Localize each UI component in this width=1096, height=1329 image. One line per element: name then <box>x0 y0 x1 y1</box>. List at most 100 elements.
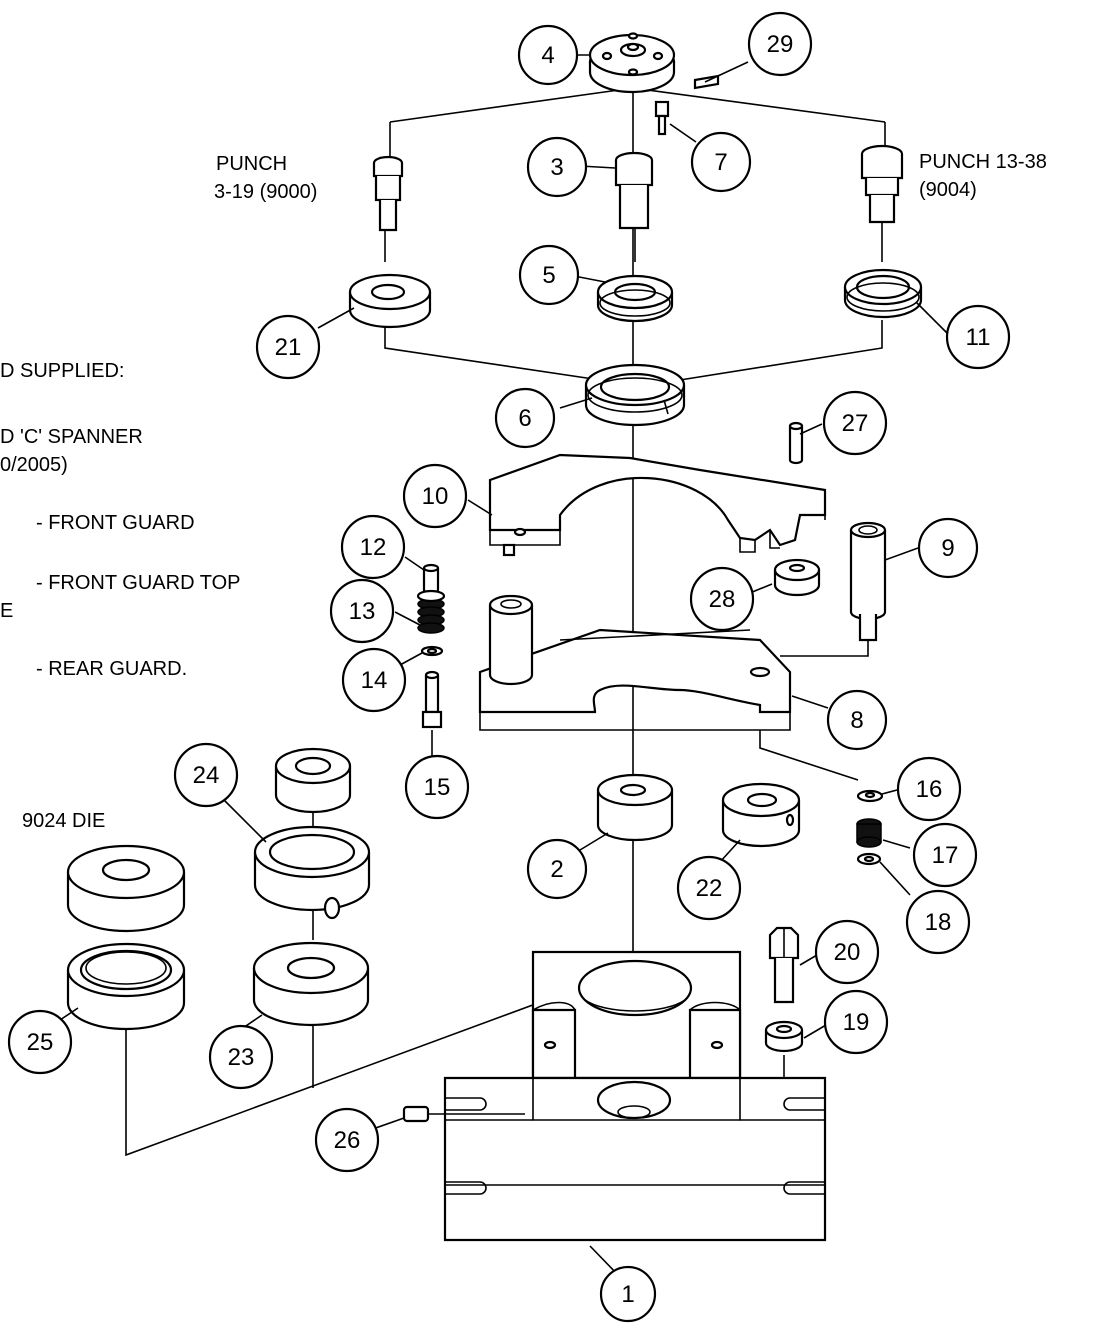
callout-7: 7 <box>690 131 752 193</box>
part-11-bushing <box>843 268 923 319</box>
leader-lines <box>59 54 949 1278</box>
callout-23: 23 <box>208 1024 274 1090</box>
post-connector-line <box>780 640 869 657</box>
callout-10: 10 <box>402 463 468 529</box>
part-8-guard-base <box>478 594 792 731</box>
callout-26: 26 <box>314 1107 380 1173</box>
svg-text:11: 11 <box>966 324 991 351</box>
note-line-3: 0/2005) <box>0 454 68 476</box>
part-13-spring <box>416 589 446 634</box>
part-27-pin <box>788 421 804 465</box>
part-16-washer <box>856 789 884 803</box>
callout-18: 18 <box>905 889 971 955</box>
label-punch-left-line1: PUNCH <box>216 153 287 175</box>
svg-text:7: 7 <box>714 149 727 176</box>
callout-11: 11 <box>945 304 1011 370</box>
callout-2: 2 <box>526 838 588 900</box>
svg-text:20: 20 <box>834 939 861 966</box>
left-punch-3-19 <box>372 155 404 232</box>
svg-text:28: 28 <box>709 586 736 613</box>
svg-text:8: 8 <box>850 707 863 734</box>
callout-8: 8 <box>826 689 888 751</box>
svg-text:12: 12 <box>360 534 387 561</box>
upper-connector-line <box>389 87 886 123</box>
part-15-screw <box>421 670 443 729</box>
svg-text:4: 4 <box>541 42 554 69</box>
base-to-washer-line <box>759 730 859 781</box>
svg-text:18: 18 <box>925 909 952 936</box>
callout-6: 6 <box>494 387 556 449</box>
right-punch-13-38 <box>860 144 904 224</box>
part-28-nut <box>773 558 821 597</box>
part-12-pin <box>422 563 440 595</box>
die-top-insert <box>274 747 352 814</box>
callout-15: 15 <box>404 754 470 820</box>
callout-17: 17 <box>912 822 978 888</box>
note-line-7: - REAR GUARD. <box>36 658 187 680</box>
part-1-base-block <box>443 950 827 1242</box>
part-2-die <box>596 773 674 842</box>
callout-29: 29 <box>747 11 813 77</box>
svg-text:22: 22 <box>696 875 723 902</box>
callout-22: 22 <box>676 855 742 921</box>
callout-20: 20 <box>814 919 880 985</box>
svg-text:29: 29 <box>767 31 794 58</box>
part-17-spring <box>856 818 882 848</box>
callout-12: 12 <box>340 514 406 580</box>
callout-14: 14 <box>341 647 407 713</box>
svg-text:21: 21 <box>275 334 302 361</box>
svg-text:6: 6 <box>518 405 531 432</box>
callout-24: 24 <box>173 742 239 808</box>
callout-9: 9 <box>917 517 979 579</box>
part-4-holder-disk <box>588 32 676 94</box>
die-to-base-line <box>125 967 634 1157</box>
callout-3: 3 <box>526 136 588 198</box>
svg-text:3: 3 <box>550 154 563 181</box>
svg-text:14: 14 <box>361 667 388 694</box>
label-punch-right-line1: PUNCH 13-38 <box>919 151 1047 173</box>
label-9024-die: 9024 DIE <box>22 810 105 832</box>
svg-text:24: 24 <box>193 762 220 789</box>
svg-text:1: 1 <box>621 1281 634 1308</box>
part-20-bolt <box>768 926 800 1004</box>
part-19-washer <box>764 1020 804 1053</box>
svg-text:5: 5 <box>542 262 555 289</box>
left-ring-connector <box>384 320 601 381</box>
label-punch-right-line2: (9004) <box>919 179 977 201</box>
svg-text:10: 10 <box>422 483 449 510</box>
svg-text:27: 27 <box>842 410 869 437</box>
svg-text:26: 26 <box>334 1127 361 1154</box>
callout-16: 16 <box>896 756 962 822</box>
callout-21: 21 <box>255 314 321 380</box>
callout-19: 19 <box>823 989 889 1055</box>
callout-13: 13 <box>329 578 395 644</box>
part-3-center-punch <box>614 151 654 230</box>
part-25-die-ring <box>66 942 186 1031</box>
part-26-pin <box>402 1105 430 1123</box>
part-21-bushing <box>348 273 432 329</box>
svg-text:9: 9 <box>941 535 954 562</box>
part-18-washer <box>856 852 882 866</box>
note-line-2: D 'C' SPANNER <box>0 426 143 448</box>
svg-text:15: 15 <box>424 774 451 801</box>
svg-text:25: 25 <box>27 1029 54 1056</box>
part-7-screw <box>654 100 670 136</box>
note-line-5: - FRONT GUARD TOP <box>36 572 240 594</box>
callout-5: 5 <box>518 244 580 306</box>
svg-text:17: 17 <box>932 842 959 869</box>
label-punch-left-line2: 3-19 (9000) <box>214 181 317 203</box>
part-14-washer <box>420 645 444 657</box>
part-22-die <box>721 782 801 848</box>
svg-text:2: 2 <box>550 856 563 883</box>
part-23-die-ring <box>252 941 370 1027</box>
part-9-post <box>849 521 887 642</box>
callout-25: 25 <box>7 1009 73 1075</box>
part-9024-die <box>66 844 186 933</box>
note-line-6: E <box>0 600 13 622</box>
part-10-guard-plate <box>488 453 827 557</box>
callout-4: 4 <box>517 24 579 86</box>
part-5-bushing <box>596 274 674 323</box>
right-ring-connector <box>679 320 883 381</box>
